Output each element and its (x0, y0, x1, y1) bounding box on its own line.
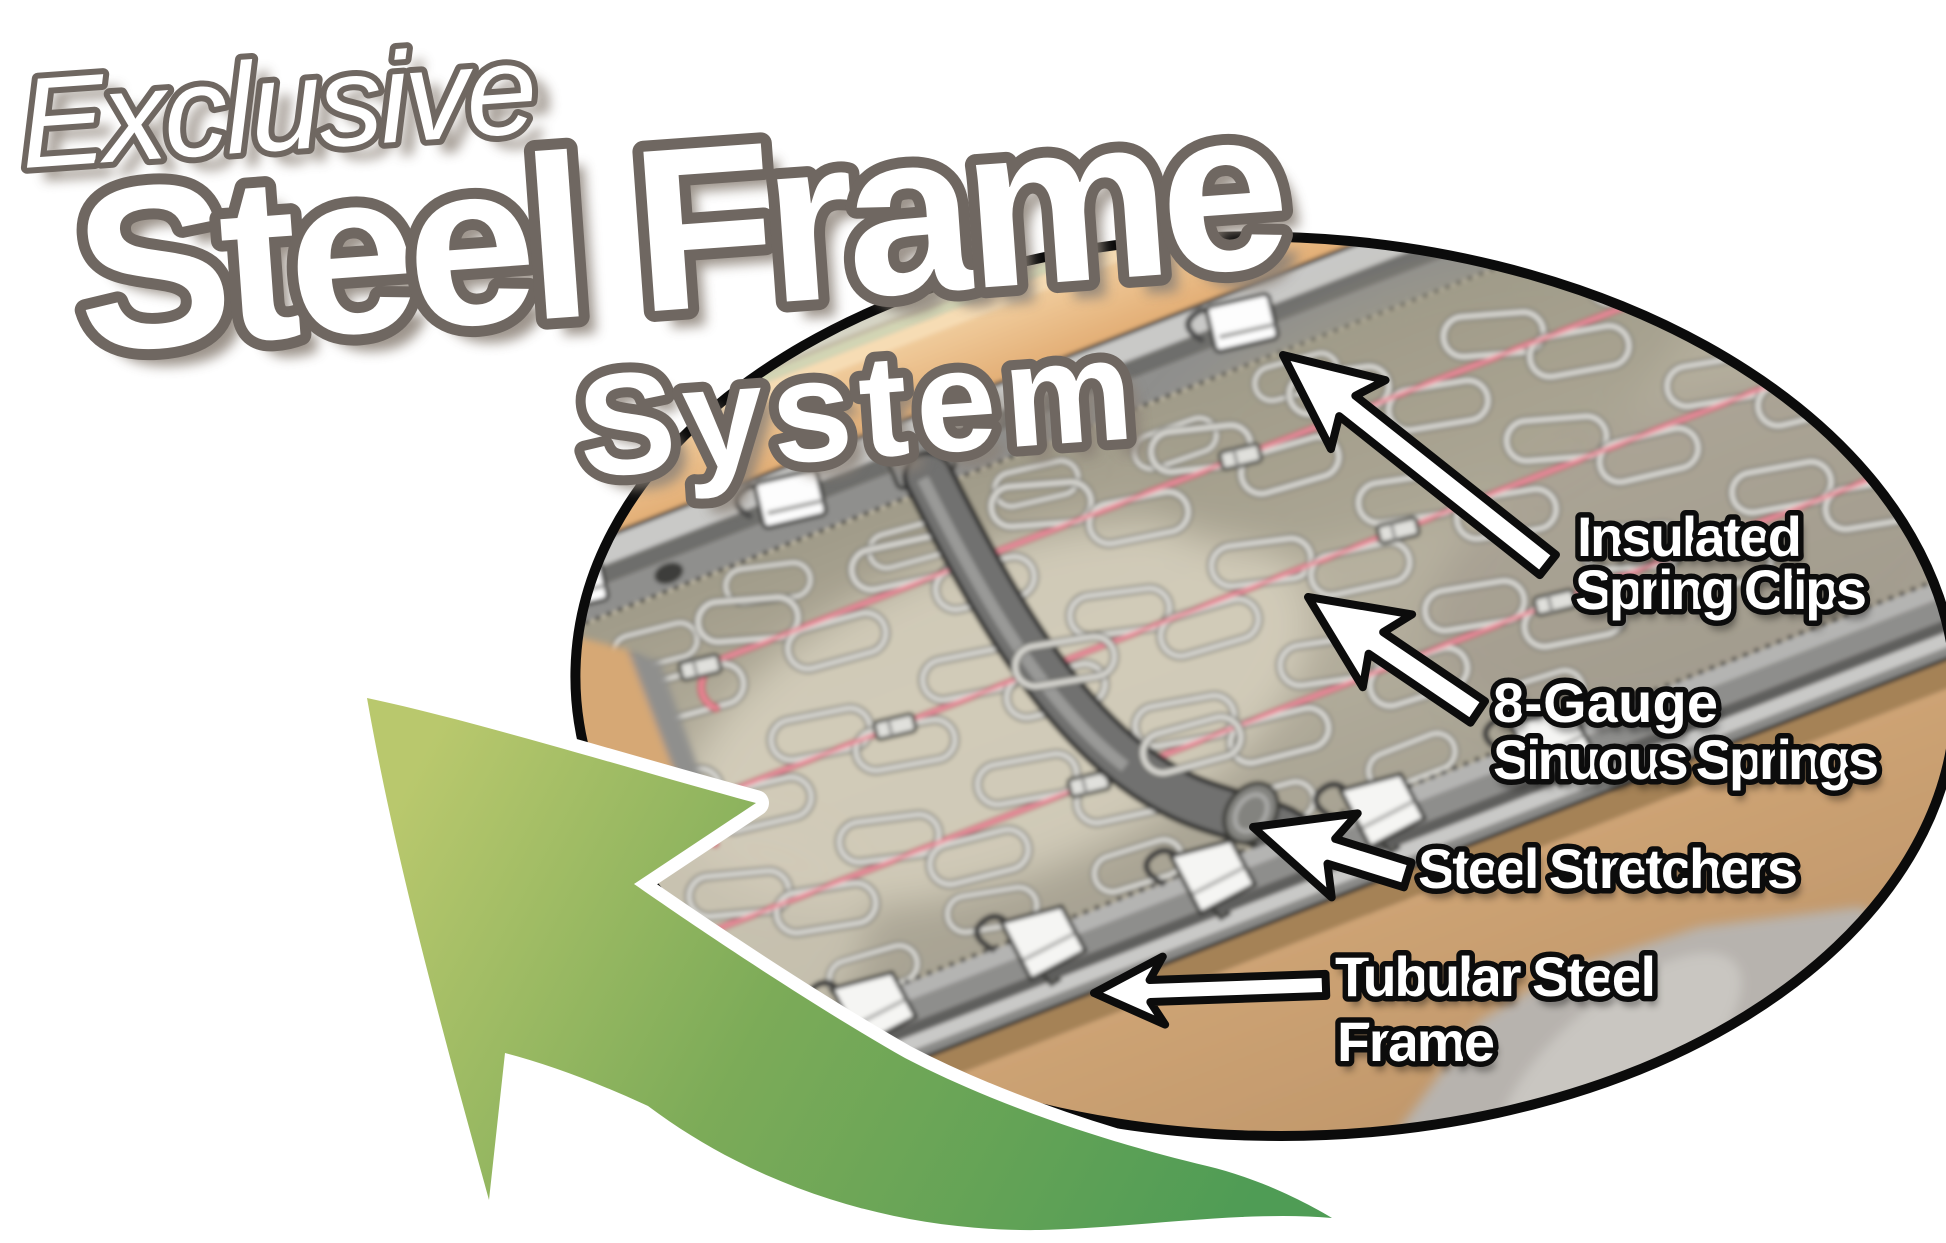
svg-text:8-Gauge: 8-Gauge (1493, 671, 1718, 734)
svg-text:Frame: Frame (1341, 1019, 1499, 1082)
svg-text:Frame: Frame (1337, 1010, 1495, 1073)
svg-text:Tubular Steel: Tubular Steel (1335, 945, 1656, 1008)
svg-text:Tubular Steel: Tubular Steel (1339, 954, 1660, 1017)
svg-text:Spring Clips: Spring Clips (1575, 558, 1867, 621)
svg-text:8-Gauge: 8-Gauge (1497, 680, 1722, 743)
svg-text:Spring Clips: Spring Clips (1579, 567, 1871, 630)
svg-text:Insulated: Insulated (1577, 505, 1802, 568)
svg-text:Steel Stretchers: Steel Stretchers (1422, 846, 1802, 909)
svg-text:Sinuous Springs: Sinuous Springs (1497, 737, 1883, 800)
svg-text:Sinuous Springs: Sinuous Springs (1493, 728, 1879, 791)
svg-text:Steel Stretchers: Steel Stretchers (1418, 837, 1798, 900)
svg-text:Insulated: Insulated (1581, 514, 1806, 577)
